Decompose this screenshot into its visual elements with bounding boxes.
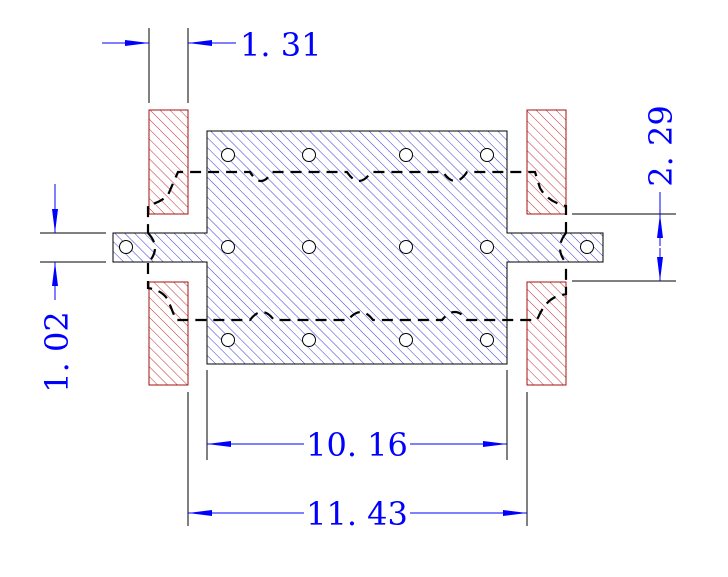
hole — [480, 240, 494, 254]
hole — [302, 240, 316, 254]
hole — [399, 240, 413, 254]
hole-group — [119, 148, 594, 347]
dimension-label-body-width: 10. 16 — [306, 426, 408, 464]
pad-bottom-right — [526, 281, 567, 386]
dimension-label-tab-height: 1. 02 — [38, 311, 76, 392]
dimension-lead-width: 1. 31 — [102, 26, 321, 103]
dimension-label-pad-gap: 2. 29 — [642, 105, 680, 186]
dimension-label-overall-width: 11. 43 — [306, 495, 408, 533]
pad-bottom-left — [148, 281, 189, 386]
dimension-body-width: 10. 16 — [206, 370, 508, 464]
dimension-pad-gap: 2. 29 — [572, 105, 680, 282]
hole — [399, 333, 413, 347]
hole — [221, 240, 235, 254]
dashed-outline — [146, 170, 568, 322]
hole — [221, 148, 235, 162]
hole — [302, 333, 316, 347]
hole — [480, 148, 494, 162]
pad-top-right — [526, 109, 567, 215]
hole — [119, 240, 133, 254]
pad-top-left — [148, 109, 189, 215]
hole — [580, 240, 594, 254]
hole — [302, 148, 316, 162]
component-body — [112, 130, 604, 365]
pad-group — [148, 109, 567, 386]
hole — [221, 333, 235, 347]
dimension-overall-width: 11. 43 — [187, 392, 528, 533]
dimension-tab-height: 1. 02 — [38, 184, 106, 393]
hole — [480, 333, 494, 347]
hole — [399, 148, 413, 162]
dimension-label-lead-width: 1. 31 — [240, 26, 321, 64]
